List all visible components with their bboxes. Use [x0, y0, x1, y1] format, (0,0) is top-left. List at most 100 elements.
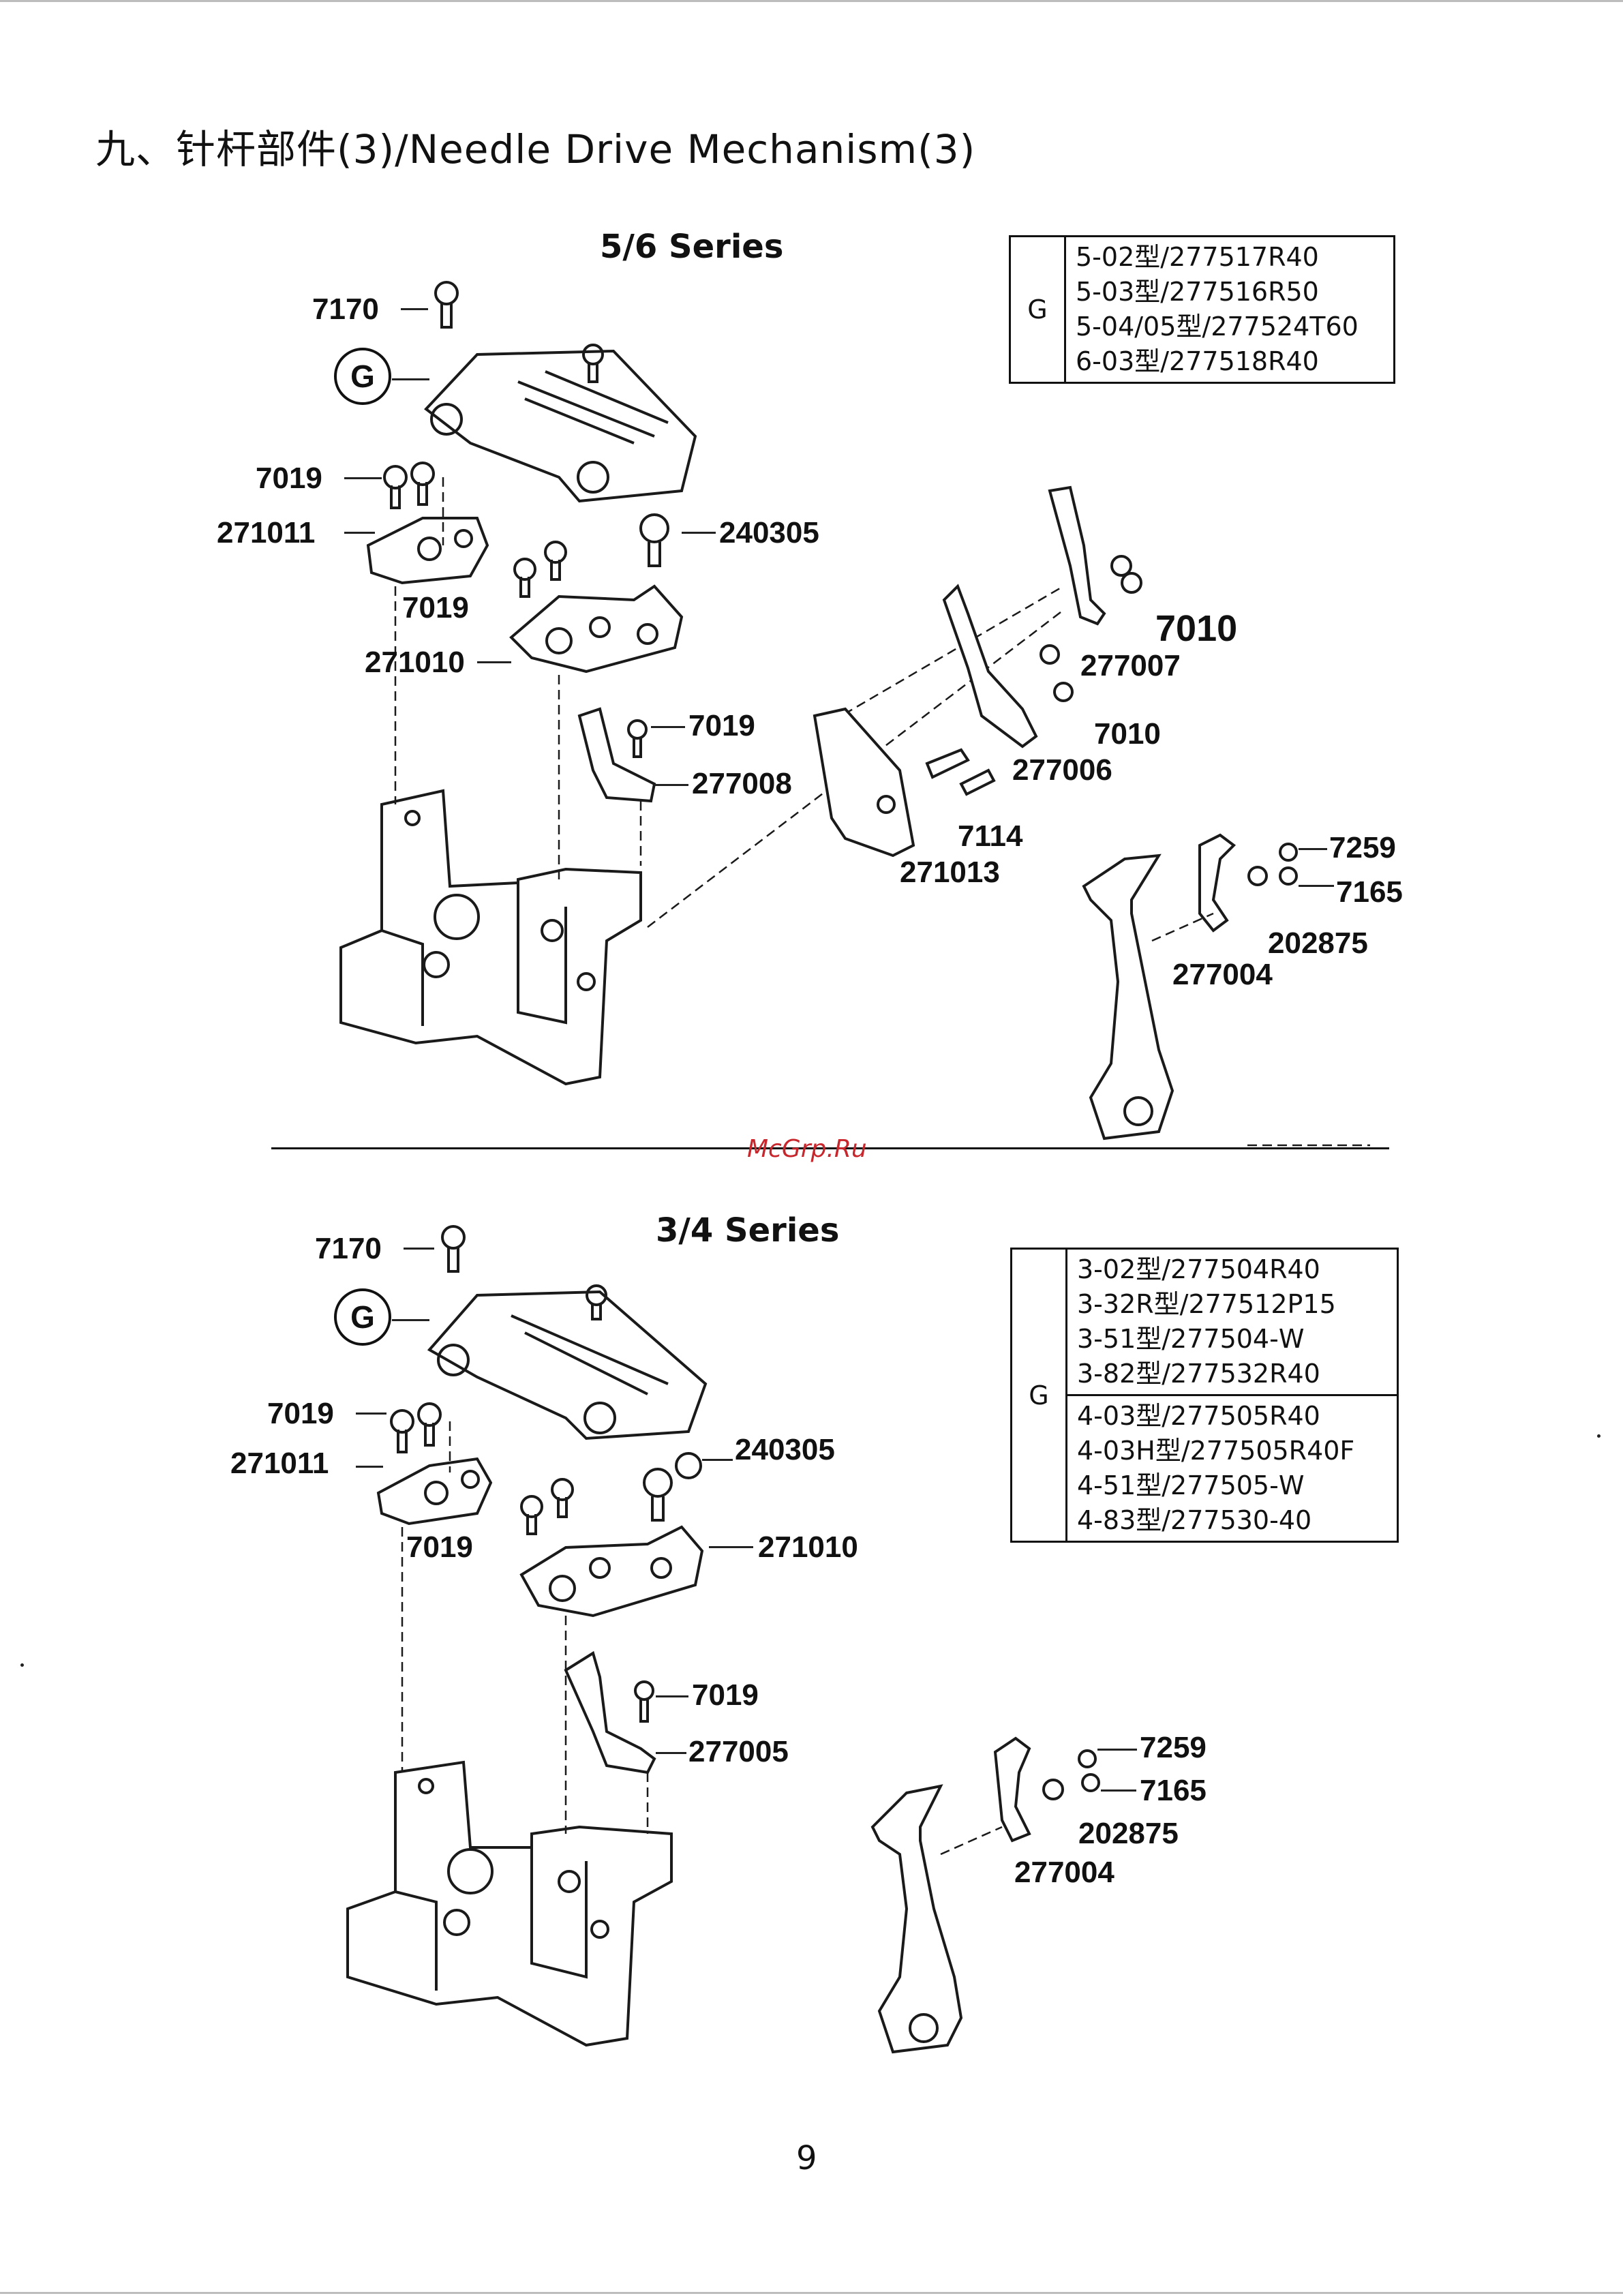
leader-7170-34: [404, 1248, 434, 1250]
callout-7019c-56: 7019: [688, 709, 755, 742]
callout-7170-56: 7170: [312, 292, 379, 326]
bracket-271011-34: [376, 1457, 493, 1526]
g-row-56-3: 5-04/05型/277524T60: [1076, 312, 1359, 342]
leader-7259-34: [1097, 1749, 1137, 1751]
g-row-34-8: 4-83型/277530-40: [1077, 1505, 1312, 1535]
callout-277004-34: 277004: [1014, 1856, 1114, 1889]
bottom-border: [0, 2292, 1623, 2294]
leader-7019c-56: [651, 726, 685, 728]
leader-277005-34: [656, 1752, 686, 1754]
arm-202875-56: [1198, 833, 1237, 933]
leader-271011-56: [344, 532, 375, 534]
plate-271010-56: [509, 584, 684, 674]
leader-7165-56: [1299, 885, 1334, 887]
g-circle-34: G: [334, 1288, 391, 1346]
g-row-34-2: 3-32R型/277512P15: [1077, 1289, 1336, 1319]
series-title-34: 3/4 Series: [656, 1211, 840, 1250]
g-table-group1-34: 3-02型/277504R40 3-32R型/277512P15 3-51型/2…: [1065, 1248, 1399, 1396]
callout-7170-34: 7170: [315, 1232, 382, 1265]
needle-bar-277004-56: [1082, 854, 1174, 1141]
callout-7019b-34: 7019: [406, 1530, 473, 1564]
screw-7170-34: [441, 1225, 466, 1250]
callout-277007-56: 277007: [1080, 649, 1181, 682]
leader-g-56: [392, 378, 429, 380]
callout-202875-34: 202875: [1078, 1817, 1179, 1850]
g-variants-table-56: G 5-02型/277517R40 5-03型/277516R50 5-04/0…: [1009, 235, 1395, 384]
leader-271011-34: [356, 1466, 383, 1468]
exploded-diagram-56: [339, 281, 1370, 1147]
leader-7165-34: [1101, 1789, 1136, 1792]
callout-271011-34: 271011: [230, 1447, 329, 1480]
needle-plate-g-56: [424, 349, 697, 503]
top-border: [0, 0, 1623, 2]
callout-271013-56: 271013: [900, 856, 1000, 889]
g-row-34-4: 3-82型/277532R40: [1077, 1359, 1320, 1389]
callout-240305-34: 240305: [735, 1433, 835, 1466]
scan-dot-left: [20, 1663, 24, 1667]
callout-7259-34: 7259: [1140, 1731, 1207, 1764]
callout-271010-56: 271010: [365, 646, 465, 679]
leader-240305-34: [702, 1459, 733, 1461]
callout-271011-56: 271011: [217, 516, 316, 549]
series-title-56: 5/6 Series: [600, 228, 784, 266]
page-number: 9: [796, 2139, 817, 2177]
leader-271010-56: [477, 661, 511, 663]
scan-dot-right: [1597, 1434, 1601, 1438]
g-table-label-34: G: [1010, 1248, 1067, 1543]
watermark: McGrp.Ru: [747, 1135, 867, 1163]
g-circle-56: G: [334, 348, 391, 405]
block-271013-56: [813, 707, 915, 858]
leader-g-34: [392, 1319, 429, 1321]
plate-271010-34: [519, 1525, 704, 1618]
callout-277006-56: 277006: [1012, 753, 1112, 787]
leader-7259-56: [1299, 848, 1327, 850]
screw-7114-56: [925, 748, 996, 796]
callout-7019c-34: 7019: [692, 1678, 759, 1712]
g-table-rows-56: 5-02型/277517R40 5-03型/277516R50 5-04/05型…: [1064, 235, 1395, 384]
needle-plate-g-34: [427, 1290, 708, 1440]
arm-277005-34: [564, 1650, 656, 1774]
leader-277008-56: [654, 784, 688, 786]
callout-7165-34: 7165: [1140, 1774, 1207, 1807]
leader-7019c-34: [656, 1695, 688, 1697]
lever-277007-56: [1048, 485, 1106, 626]
needle-bar-277004-34: [870, 1784, 963, 2054]
callout-7114-56: 7114: [958, 819, 1023, 853]
callout-7019b-56: 7019: [402, 591, 469, 624]
g-row-34-1: 3-02型/277504R40: [1077, 1254, 1320, 1284]
link-277006-56: [942, 584, 1038, 749]
g-table-group2-34: 4-03型/277505R40 4-03H型/277505R40F 4-51型/…: [1065, 1394, 1399, 1543]
callout-240305-56: 240305: [719, 516, 819, 549]
callout-7010a-56: 7010: [1155, 608, 1238, 649]
g-variants-table-34: G 3-02型/277504R40 3-32R型/277512P15 3-51型…: [1010, 1248, 1399, 1543]
screw-240305-56: [639, 513, 669, 543]
g-row-34-5: 4-03型/277505R40: [1077, 1401, 1320, 1431]
leader-271010-34: [709, 1546, 753, 1548]
g-row-34-3: 3-51型/277504-W: [1077, 1324, 1305, 1354]
g-row-34-6: 4-03H型/277505R40F: [1077, 1436, 1355, 1466]
arm-202875-34: [993, 1736, 1031, 1843]
screw-7170: [434, 281, 459, 305]
screw-240305-34: [643, 1468, 673, 1498]
page-title: 九、针杆部件(3)/Needle Drive Mechanism(3): [95, 126, 976, 172]
leader-7019a-34: [356, 1413, 386, 1415]
callout-277008-56: 277008: [692, 767, 792, 800]
callout-277005-34: 277005: [688, 1735, 789, 1768]
g-table-label-56: G: [1009, 235, 1066, 384]
leader-7019a-56: [344, 477, 382, 479]
arm-277008-56: [577, 707, 656, 803]
callout-7010b-56: 7010: [1094, 717, 1161, 751]
callout-7259-56: 7259: [1329, 831, 1396, 864]
section-divider: [271, 1147, 1389, 1149]
g-row-56-1: 5-02型/277517R40: [1076, 242, 1319, 272]
callout-271010-34: 271010: [758, 1530, 858, 1564]
callout-7165-56: 7165: [1336, 875, 1403, 909]
housing-base-34: [346, 1760, 673, 2047]
g-row-56-2: 5-03型/277516R50: [1076, 277, 1319, 307]
callout-277004-56: 277004: [1172, 958, 1273, 991]
leader-240305-56: [682, 532, 716, 534]
callout-7019a-34: 7019: [267, 1397, 334, 1430]
g-row-56-4: 6-03型/277518R40: [1076, 346, 1319, 376]
leader-7170-56: [401, 308, 428, 310]
